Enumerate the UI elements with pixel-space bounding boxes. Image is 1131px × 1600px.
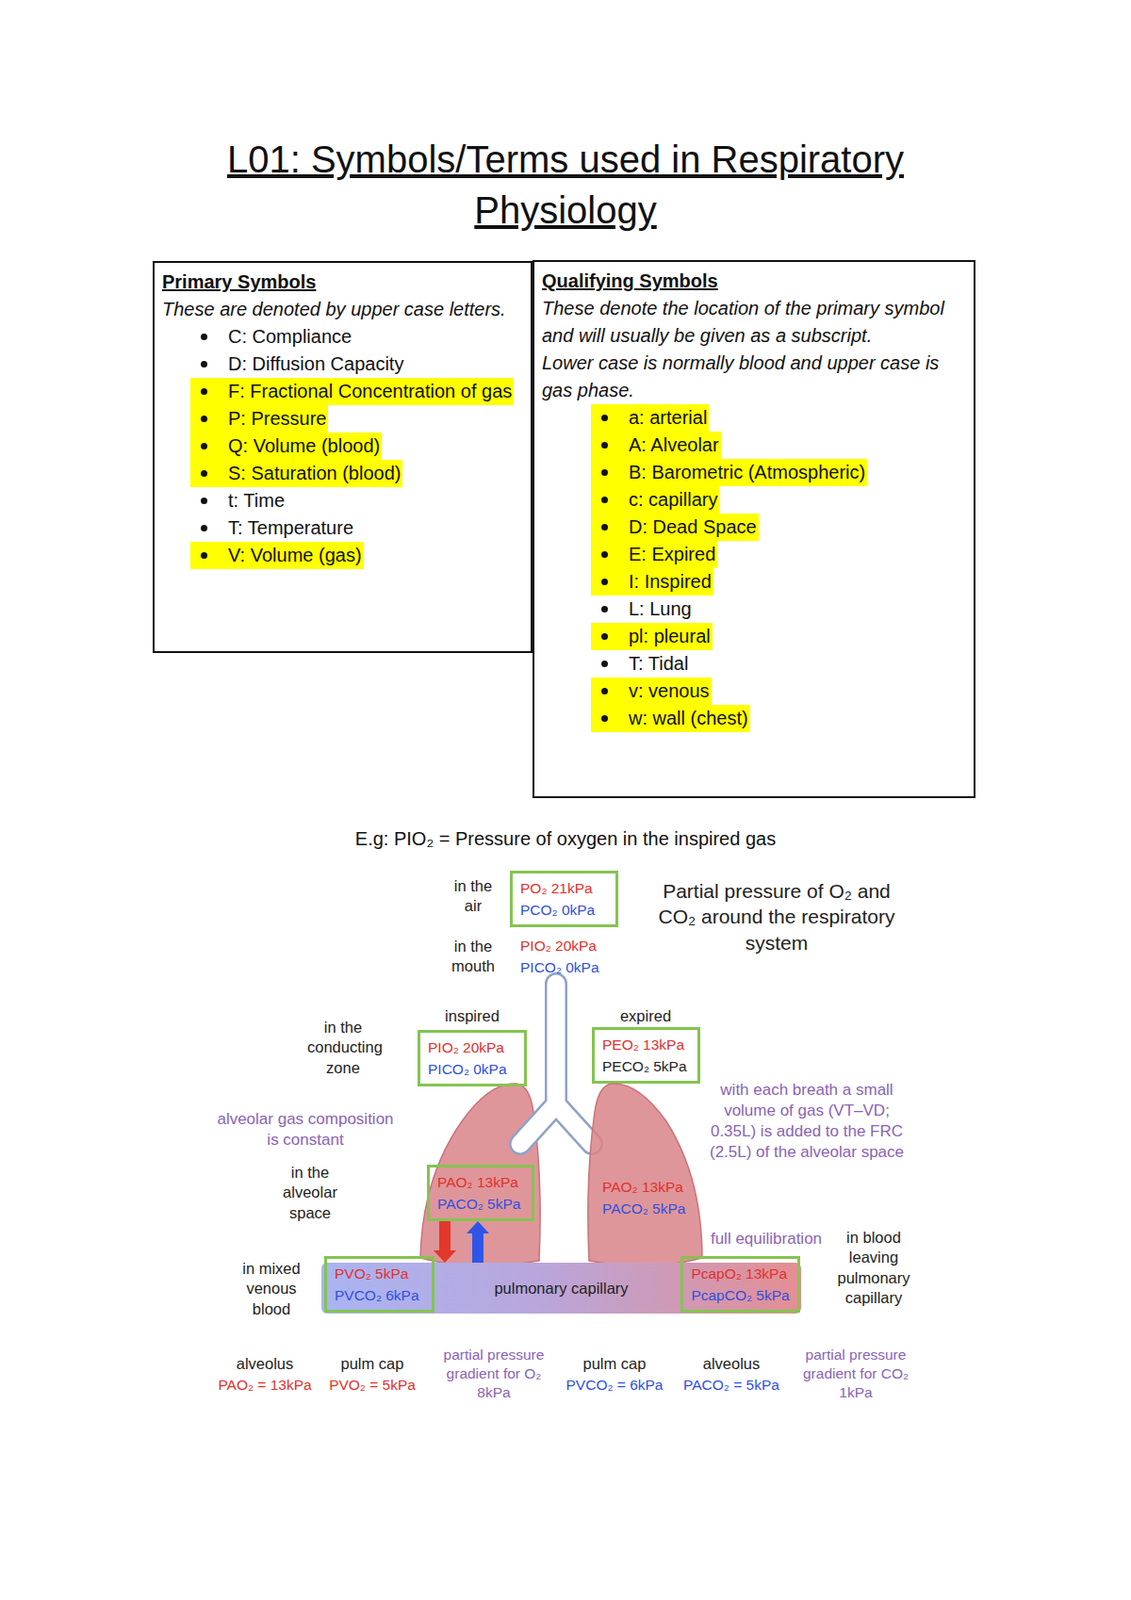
pressure-value: PVCO₂ 6kPa [334,1284,425,1307]
list-item: P: Pressure [190,405,328,433]
annotation: PAO₂ = 13kPa [194,1376,336,1395]
connector-layer [433,1221,490,1263]
diffusion-arrow [439,1221,451,1252]
pressure-value: PAO₂ 13kPa [602,1176,705,1198]
annotation: expired [607,1006,684,1027]
trachea [520,983,592,1145]
list-item: T: Temperature [190,514,356,542]
pressure-value: PACO₂ 5kPa [602,1197,705,1220]
list-item: Q: Volume (blood) [190,432,382,460]
pressure-box: PVO₂ 5kPaPVCO₂ 6kPa [324,1256,435,1313]
list-item: pl: pleural [590,622,713,651]
list-item: T: Tidal [590,650,690,678]
list-intro: These denote the location of the primary… [541,295,965,350]
pressure-value: PIO₂ 20kPa [427,1036,517,1059]
pressure-box: PIO₂ 20kPaPICO₂ 0kPa [417,1030,527,1087]
list-item: S: Saturation (blood) [190,459,403,488]
list-item: w: wall (chest) [590,704,751,733]
list-item: B: Barometric (Atmospheric) [590,458,868,487]
list-item: D: Diffusion Capacity [190,350,406,378]
pressure-box: PAO₂ 13kPaPACO₂ 5kPa [426,1164,535,1222]
capillary-band: pulmonary capillaryPVO₂ 5kPaPVCO₂ 6kPaPc… [321,1262,802,1314]
pressure-value: PAO₂ 13kPa [437,1171,525,1194]
diffusion-arrow [472,1232,484,1263]
annotation: Partial pressure of O₂ and CO₂ around th… [648,878,905,956]
list-item: a: arterial [590,404,709,432]
list-item: c: capillary [590,486,720,514]
list-intro: Lower case is normally blood and upper c… [541,349,965,405]
pressure-box: PO₂ 21kPaPCO₂ 0kPa [509,870,619,928]
list-intro: These are denoted by upper case letters. [162,295,522,324]
annotation: alveolus [217,1354,312,1375]
annotation: PVO₂ = 5kPa [306,1376,439,1395]
lung-path [588,1083,703,1266]
list-item: C: Compliance [190,323,354,351]
list-item: D: Dead Space [590,513,759,541]
annotation: PICO₂ 0kPa [520,958,634,978]
list-item: v: venous [590,677,712,705]
pressure-value: PACO₂ 5kPa [437,1193,525,1215]
left-lung [420,1083,541,1266]
annotation: in the alveolar space [273,1163,347,1224]
annotation: in mixed venous blood [229,1259,313,1320]
list-item: V: Volume (gas) [190,541,364,570]
annotation: partial pressure gradient for CO₂ 1kPa [789,1345,922,1403]
symbol-list-box: Qualifying SymbolsThese denote the locat… [532,260,976,799]
pressure-value: PcapO₂ 13kPa [690,1262,789,1285]
list-item: t: Time [190,487,287,515]
annotation: full equilibration [695,1229,837,1250]
page-title: L01: Symbols/Terms used in Respiratory P… [131,133,1000,236]
list-item: F: Fractional Concentration of gas [190,377,514,406]
annotation: PIO₂ 20kPa [520,936,634,956]
annotation: pulm cap [320,1354,425,1375]
annotation: inspired [434,1006,510,1027]
list-item: L: Lung [590,595,694,623]
pressure-value: PO₂ 21kPa [520,877,608,900]
annotation: pulm cap [562,1354,667,1375]
list-heading: Primary Symbols [162,268,522,296]
annotation: partial pressure gradient for O₂ 8kPa [427,1345,560,1403]
annotation: in the air [443,876,503,918]
pressure-value: PVO₂ 5kPa [334,1262,425,1285]
annotation: in the conducting zone [307,1017,379,1079]
list-item: I: Inspired [590,568,714,596]
annotation: PACO₂ = 5kPa [663,1376,800,1395]
arrow-head [466,1221,490,1234]
list-item: E: Expired [590,540,718,569]
list-item: A: Alveolar [590,431,722,459]
pressure-value: PICO₂ 0kPa [427,1058,517,1081]
annotation: alveolus [679,1354,784,1375]
annotation: PVCO₂ = 6kPa [546,1376,683,1395]
lung-outline [587,1081,705,1266]
pressure-value: PECO₂ 5kPa [602,1055,690,1078]
annotation: with each breath a small volume of gas (… [704,1080,910,1164]
annotation: alveolar gas composition is constant [209,1109,402,1151]
list-heading: Qualifying Symbols [541,267,965,296]
annotation: E.g: PIO₂ = Pressure of oxygen in the in… [0,826,1131,852]
annotation: in the mouth [442,936,504,978]
pressure-box: PcapO₂ 13kPaPcapCO₂ 5kPa [680,1256,800,1313]
lung-shape: PAO₂ 13kPaPACO₂ 5kPa [587,1081,705,1266]
pressure-box: PEO₂ 13kPaPECO₂ 5kPa [591,1027,701,1084]
symbol-list-box: Primary SymbolsThese are denoted by uppe… [152,261,533,654]
arrow-head [433,1250,457,1263]
pressure-value: PcapCO₂ 5kPa [690,1284,789,1307]
pressure-value: PCO₂ 0kPa [520,899,608,921]
annotation: in blood leaving pulmonary capillary [833,1228,915,1310]
pressure-value: PEO₂ 13kPa [602,1033,690,1056]
